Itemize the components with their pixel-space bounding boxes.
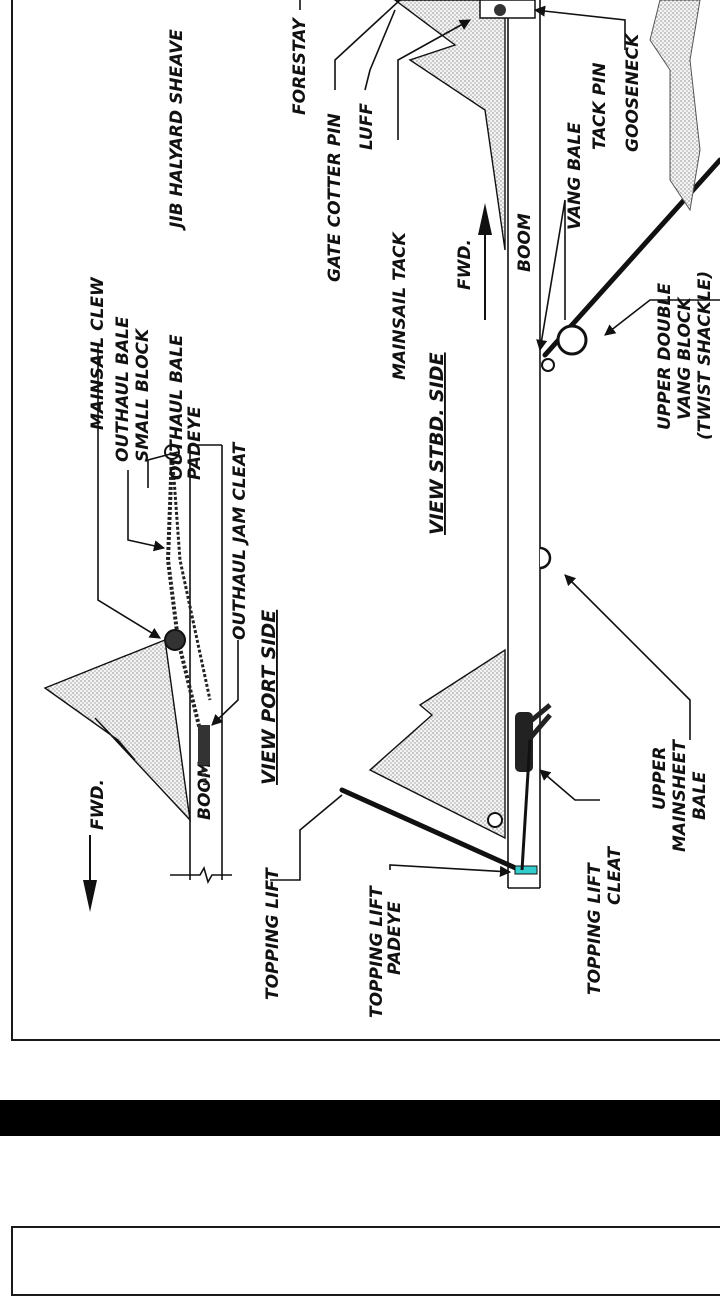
label-mainsail-tack: MAINSAIL TACK	[390, 231, 410, 380]
title-view-port-side: VIEW PORT SIDE	[258, 610, 280, 785]
title-view-stbd-side: VIEW STBD. SIDE	[426, 352, 448, 535]
topping-lift-line	[339, 787, 523, 873]
boom-rigging-diagram: FWD. BOOM MAINSAIL CLEW OUTHAUL BALE SMA…	[43, 0, 720, 1018]
mainsail-clew-ring	[164, 629, 186, 651]
label-upper-mainsheet-bale-1: UPPER	[650, 747, 670, 810]
stbd-mainsail-upper	[393, 0, 506, 251]
label-upper-double-vang-block-2: VANG BLOCK	[675, 296, 695, 420]
label-tack-pin: TACK PIN	[590, 63, 610, 151]
label-outhaul-bale-small-block-2: SMALL BLOCK	[133, 327, 153, 462]
gooseneck-swing-arrow	[649, 0, 701, 212]
stbd-fwd-arrow	[478, 203, 492, 320]
stbd-mainsail-lower	[368, 648, 506, 840]
label-upper-mainsheet-bale-3: BALE	[690, 771, 710, 820]
outhaul-small-block	[164, 444, 180, 460]
label-outhaul-bale-small-block-1: OUTHAUL BALE	[113, 316, 133, 462]
topping-lift-cleat	[515, 703, 552, 772]
label-upper-double-vang-block-3: (TWIST SHACKLE)	[695, 271, 715, 440]
label-mainsail-clew: MAINSAIL CLEW	[88, 276, 108, 430]
port-fwd-arrow	[83, 835, 97, 912]
label-upper-mainsheet-bale-2: MAINSHEET	[670, 739, 690, 852]
label-outhaul-bale-padeye-2: PADEYE	[185, 406, 205, 480]
label-luff: LUFF	[357, 103, 377, 150]
label-outhaul-bale-padeye-1: OUTHAUL BALE	[167, 334, 187, 480]
label-topping-lift: TOPPING LIFT	[263, 867, 283, 1000]
label-jib-halyard-sheave: JIB HALYARD SHEAVE	[167, 29, 187, 231]
label-topping-lift-padeye-1: TOPPING LIFT	[367, 885, 387, 1018]
page-divider-bar	[0, 1100, 720, 1136]
clew-grommet	[487, 812, 503, 828]
label-forestay: FORESTAY	[290, 17, 310, 115]
label-vang-bale: VANG BALE	[565, 122, 585, 230]
stbd-boom	[507, 0, 541, 889]
port-mainsail	[43, 639, 191, 823]
port-boom-label: BOOM	[195, 761, 215, 820]
label-topping-lift-cleat-2: CLEAT	[605, 846, 625, 905]
next-diagram-panel	[11, 1226, 720, 1296]
outhaul-jam-cleat	[198, 725, 210, 765]
diagram-panel	[11, 0, 720, 1041]
mainsail-tack-fitting	[479, 0, 536, 19]
port-fwd-label: FWD.	[88, 779, 108, 830]
stbd-fwd-label: FWD.	[455, 239, 475, 290]
topping-lift-padeye	[514, 865, 538, 875]
outhaul-line	[165, 451, 207, 786]
label-outhaul-jam-cleat: OUTHAUL JAM CLEAT	[230, 441, 250, 640]
label-topping-lift-padeye-2: PADEYE	[385, 901, 405, 975]
label-upper-double-vang-block-1: UPPER DOUBLE	[655, 282, 675, 430]
upper-mainsheet-bale	[539, 546, 552, 570]
label-topping-lift-cleat-1: TOPPING LIFT	[585, 862, 605, 995]
label-gooseneck: GOOSENECK	[623, 32, 643, 152]
port-boom	[170, 444, 232, 885]
label-gate-cotter-pin: GATE COTTER PIN	[325, 113, 345, 282]
stbd-boom-label: BOOM	[515, 213, 535, 272]
vang-assembly	[541, 157, 720, 372]
